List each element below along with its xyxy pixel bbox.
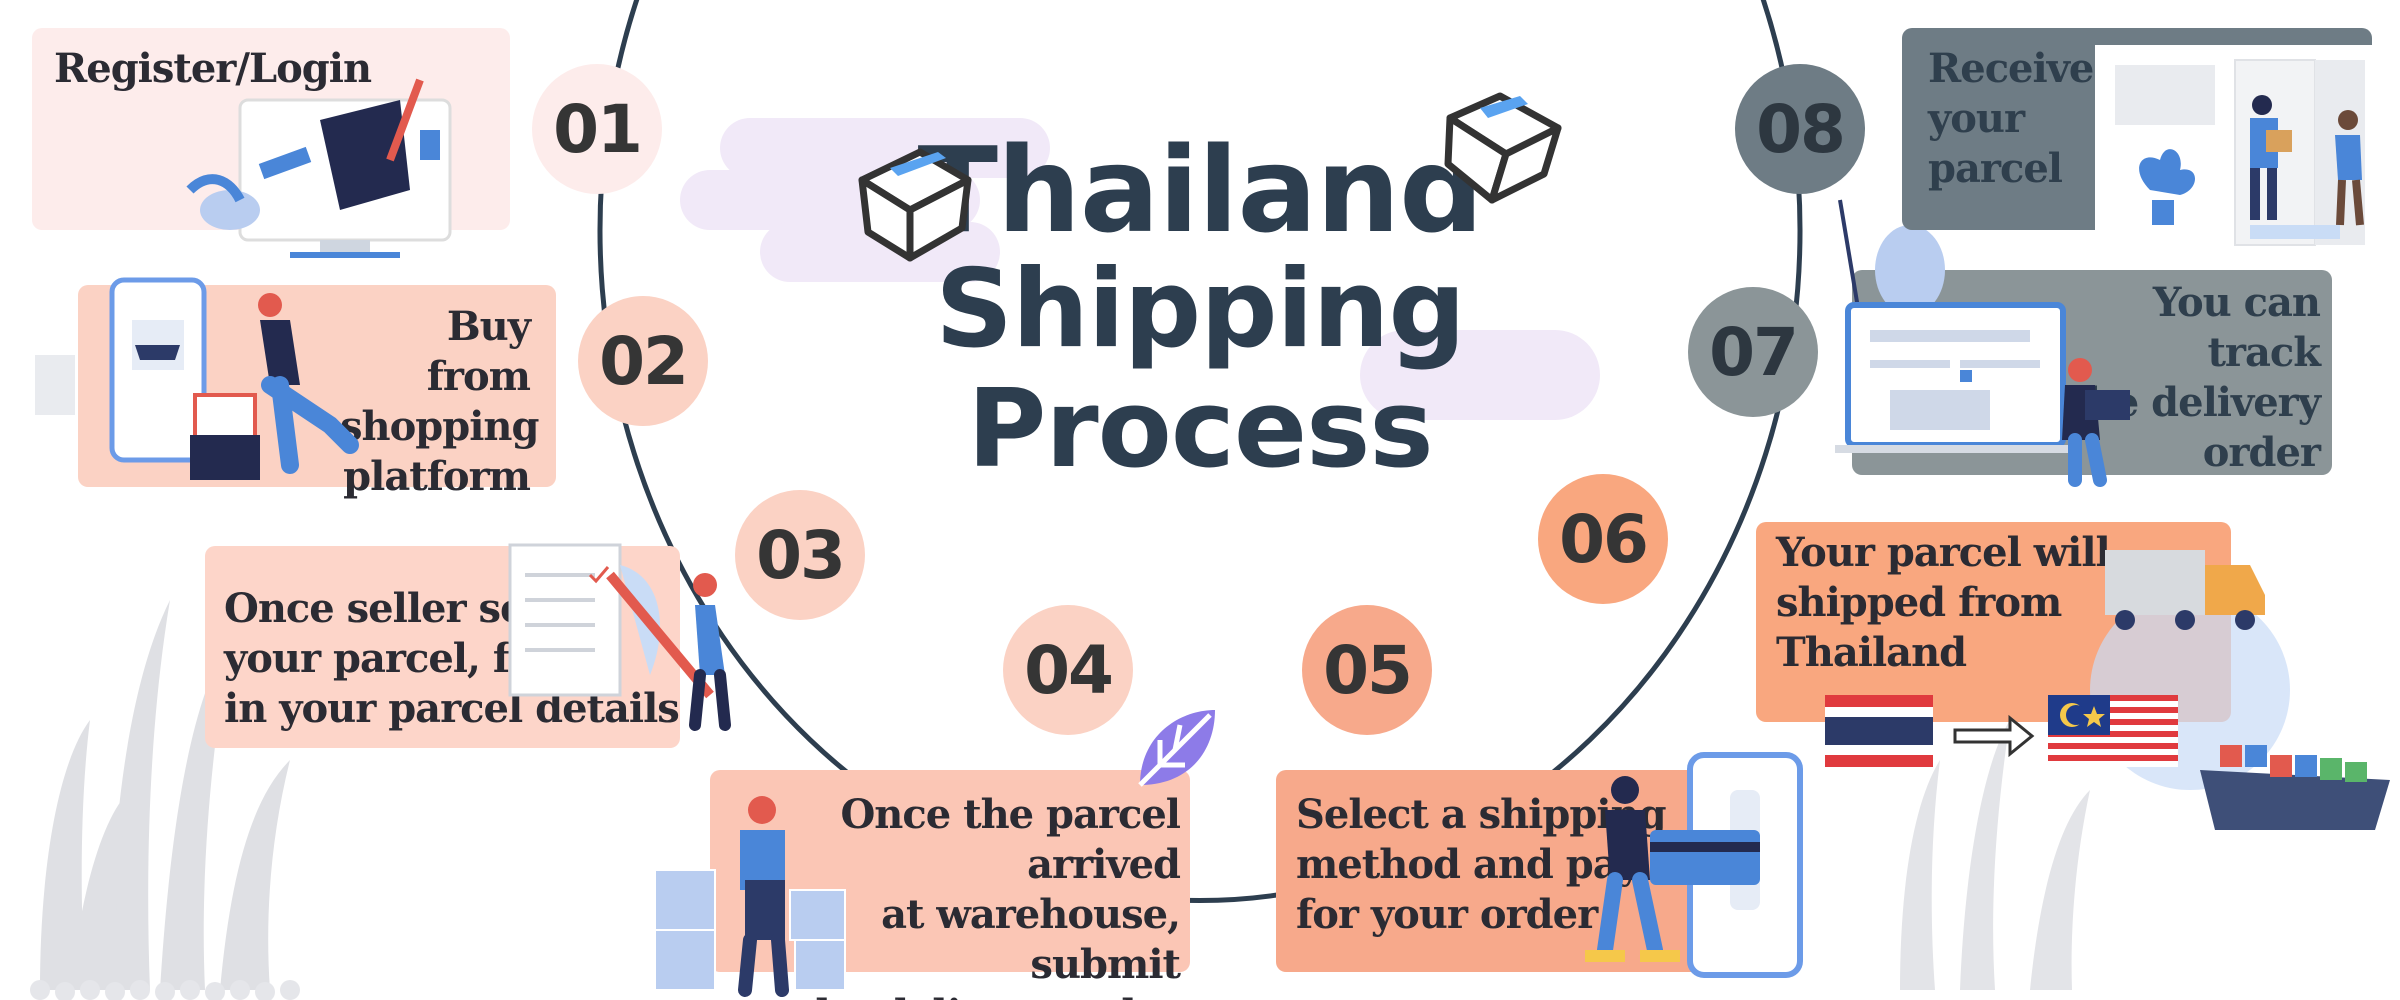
step-01-label: Register/Login: [54, 45, 372, 92]
step-02-number: 02: [578, 296, 708, 426]
checklist-illustration: [508, 543, 731, 731]
step-02-label-line-3: platform: [343, 453, 531, 500]
step-08-number: 08: [1735, 64, 1865, 194]
warehouse-worker-illustration: [654, 796, 846, 997]
box-icon-2: [1444, 92, 1562, 204]
step-04-label: Once the parcel arrived at warehouse, su…: [760, 790, 1181, 1000]
step-08-label-line-1: Receive: [1928, 45, 2094, 92]
leaf-icon: [1138, 710, 1215, 787]
title-line-1: Thailand: [917, 121, 1483, 259]
step-03-number: 03: [735, 490, 865, 620]
step-06-label-line-3: Thailand: [1776, 629, 1967, 676]
step-07-number: 07: [1688, 287, 1818, 417]
step-07-label-line-3: order: [2202, 429, 2321, 476]
laptop-tracking-illustration: [1835, 199, 2130, 487]
step-01-number: 01: [532, 64, 662, 194]
truck-ship-flags-illustration: [1825, 550, 2390, 830]
title-line-2: Shipping Process: [935, 247, 1466, 492]
step-02-label: Buy from shopping platform: [340, 302, 539, 502]
step-08-label: Receive your parcel: [1928, 44, 2094, 194]
step-05-label-line-2: method and pay: [1296, 841, 1641, 888]
online-shopping-illustration: [35, 277, 359, 480]
step-02-label-line-2: shopping: [340, 403, 539, 450]
step-06-label-line-1: Your parcel will: [1776, 529, 2111, 576]
step-06-label: Your parcel will shipped from Thailand: [1776, 528, 2111, 678]
step-06-number: 06: [1538, 474, 1668, 604]
step-04-number: 04: [1003, 605, 1133, 735]
step-05-label-line-1: Select a shipping: [1296, 791, 1667, 838]
step-05-number: 05: [1302, 605, 1432, 735]
step-03-label-line-2: your parcel, fill: [224, 635, 553, 682]
step-02-label-line-1: Buy from: [426, 303, 531, 400]
door-delivery-illustration: [2095, 45, 2390, 246]
step-05-label-line-3: for your order: [1296, 891, 1598, 938]
step-08-label-line-2: your: [1928, 95, 2025, 142]
computer-signup-illustration: [186, 78, 452, 258]
step-06-label-line-2: shipped from: [1776, 579, 2062, 626]
step-04-label-line-1: Once the parcel arrived: [840, 791, 1181, 888]
step-04-label-line-3: the delivery order: [760, 990, 1181, 1000]
box-icon: [858, 148, 972, 262]
mobile-payment-illustration: [1585, 752, 1803, 978]
step-04-label-line-2: at warehouse, submit: [881, 891, 1181, 988]
step-07-label-line-1: You can track: [2152, 279, 2321, 376]
step-05-label: Select a shipping method and pay for you…: [1296, 790, 1667, 940]
step-08-label-line-3: parcel: [1928, 145, 2063, 192]
